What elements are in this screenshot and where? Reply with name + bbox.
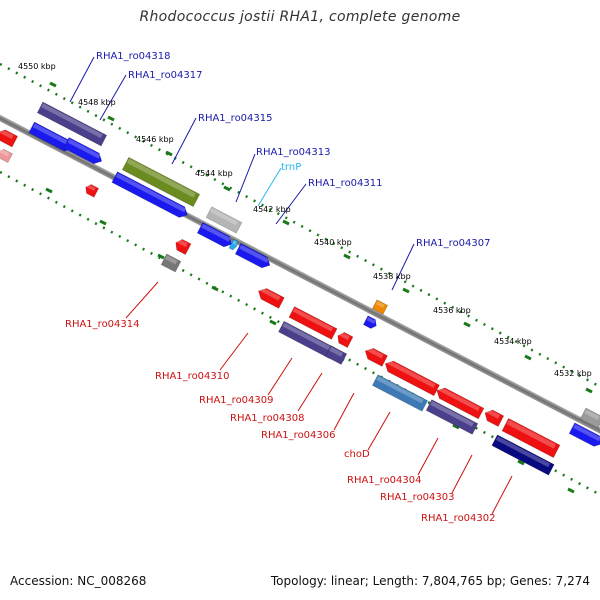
label-leader — [451, 454, 473, 494]
ruler-tick — [269, 319, 277, 326]
gene-block[interactable] — [196, 221, 234, 249]
kbp-tick: 4536 kbp — [433, 306, 471, 315]
ruler-line — [0, 62, 600, 389]
kbp-tick: 4542 kbp — [253, 205, 291, 214]
map-title: Rhodococcus jostii RHA1, complete genome — [139, 9, 461, 25]
gene-block[interactable] — [234, 242, 272, 270]
ruler-tick — [517, 459, 525, 466]
label-leader — [391, 243, 415, 291]
ruler-tick — [223, 185, 231, 192]
gene-block[interactable] — [434, 385, 485, 420]
gene-block[interactable] — [362, 315, 378, 330]
gene-block[interactable] — [501, 417, 561, 459]
gene-block[interactable] — [111, 171, 190, 221]
ruler-tick — [567, 487, 575, 494]
ruler-tick — [524, 354, 532, 361]
gene-label[interactable]: RHA1_ro04302 — [421, 513, 496, 524]
ruler-tick — [165, 150, 173, 157]
feature-track — [0, 101, 600, 476]
ruler-tick — [49, 81, 57, 88]
gene-block[interactable] — [425, 399, 479, 435]
gene-block[interactable] — [568, 422, 600, 449]
label-leader — [219, 332, 249, 371]
gene-label[interactable]: RHA1_ro04303 — [380, 492, 455, 503]
gene-label[interactable]: RHA1_ro04308 — [230, 413, 305, 424]
gene-block[interactable] — [278, 320, 336, 360]
gene-label[interactable]: RHA1_ro04310 — [155, 371, 230, 382]
gene-block[interactable] — [482, 408, 505, 427]
gene-label[interactable]: RHA1_ro04311 — [308, 178, 383, 189]
label-leader — [367, 411, 391, 451]
kbp-tick: 4548 kbp — [78, 98, 116, 107]
gene-block[interactable] — [205, 206, 243, 234]
trna-block[interactable] — [228, 238, 239, 251]
gene-block[interactable] — [579, 407, 600, 429]
ruler-tick — [107, 115, 115, 122]
gene-label[interactable]: RHA1_ro04315 — [198, 113, 273, 124]
label-leader — [267, 357, 293, 396]
kbp-tick-labels: 4550 kbp 4548 kbp 4546 kbp 4544 kbp 4542… — [18, 62, 592, 378]
label-leaders — [69, 56, 513, 515]
gene-block[interactable] — [121, 156, 201, 208]
gene-block[interactable] — [335, 330, 354, 348]
gene-block[interactable] — [173, 237, 192, 255]
ruler-tick — [585, 387, 593, 394]
kbp-tick: 4546 kbp — [136, 135, 174, 144]
label-leader — [235, 153, 256, 203]
trna-label[interactable]: trnP — [281, 162, 301, 173]
label-leader — [69, 56, 95, 103]
label-leader — [417, 437, 439, 476]
gene-label[interactable]: RHA1_ro04309 — [199, 395, 274, 406]
label-leader — [99, 74, 127, 121]
gene-block[interactable] — [256, 286, 285, 309]
gene-label[interactable]: RHA1_ro04317 — [128, 70, 203, 81]
kbp-tick: 4544 kbp — [195, 169, 233, 178]
ruler-tick — [45, 187, 53, 194]
label-leader — [171, 117, 197, 165]
gene-block[interactable] — [63, 137, 104, 166]
label-leader — [275, 183, 307, 225]
label-leader — [297, 372, 323, 412]
ruler-tick — [452, 423, 460, 430]
gene-block[interactable] — [288, 306, 338, 340]
gene-label[interactable]: choD — [344, 449, 370, 460]
ruler-tick — [157, 253, 165, 260]
kbp-tick: 4550 kbp — [18, 62, 56, 71]
gene-block[interactable] — [362, 346, 388, 367]
kbp-tick: 4534 kbp — [494, 337, 532, 346]
gene-block[interactable] — [160, 253, 182, 273]
gene-label[interactable]: RHA1_ro04304 — [347, 475, 422, 486]
kbp-tick: 4538 kbp — [373, 272, 411, 281]
ruler-tick — [211, 285, 219, 292]
gene-label[interactable]: RHA1_ro04306 — [261, 430, 336, 441]
gene-block[interactable] — [36, 101, 108, 147]
kbp-tick: 4532 kbp — [554, 369, 592, 378]
gene-block[interactable] — [0, 147, 13, 164]
ruler-tick — [99, 219, 107, 226]
gene-label[interactable]: RHA1_ro04313 — [256, 147, 331, 158]
gene-block[interactable] — [83, 183, 100, 198]
gene-block[interactable] — [383, 358, 440, 397]
gene-block[interactable] — [491, 434, 555, 476]
gene-label[interactable]: RHA1_ro04318 — [96, 51, 171, 62]
gene-label[interactable]: RHA1_ro04314 — [65, 319, 140, 330]
ruler-tick — [282, 219, 290, 226]
label-leader — [491, 475, 513, 515]
kbp-tick: 4540 kbp — [314, 238, 352, 247]
genome-summary: Topology: linear; Length: 7,804,765 bp; … — [270, 574, 590, 588]
gene-block[interactable] — [371, 299, 389, 315]
gene-label[interactable]: RHA1_ro04307 — [416, 238, 491, 249]
ruler-tick — [343, 253, 351, 260]
gene-block[interactable] — [0, 127, 19, 148]
label-leader — [333, 392, 355, 431]
label-leader — [125, 281, 159, 319]
gene-block[interactable] — [324, 345, 348, 365]
accession-text: Accession: NC_008268 — [10, 574, 147, 588]
gene-block[interactable] — [371, 374, 429, 412]
label-leader — [257, 167, 282, 207]
ruler-tick — [463, 321, 471, 328]
ruler-tick — [402, 287, 410, 294]
